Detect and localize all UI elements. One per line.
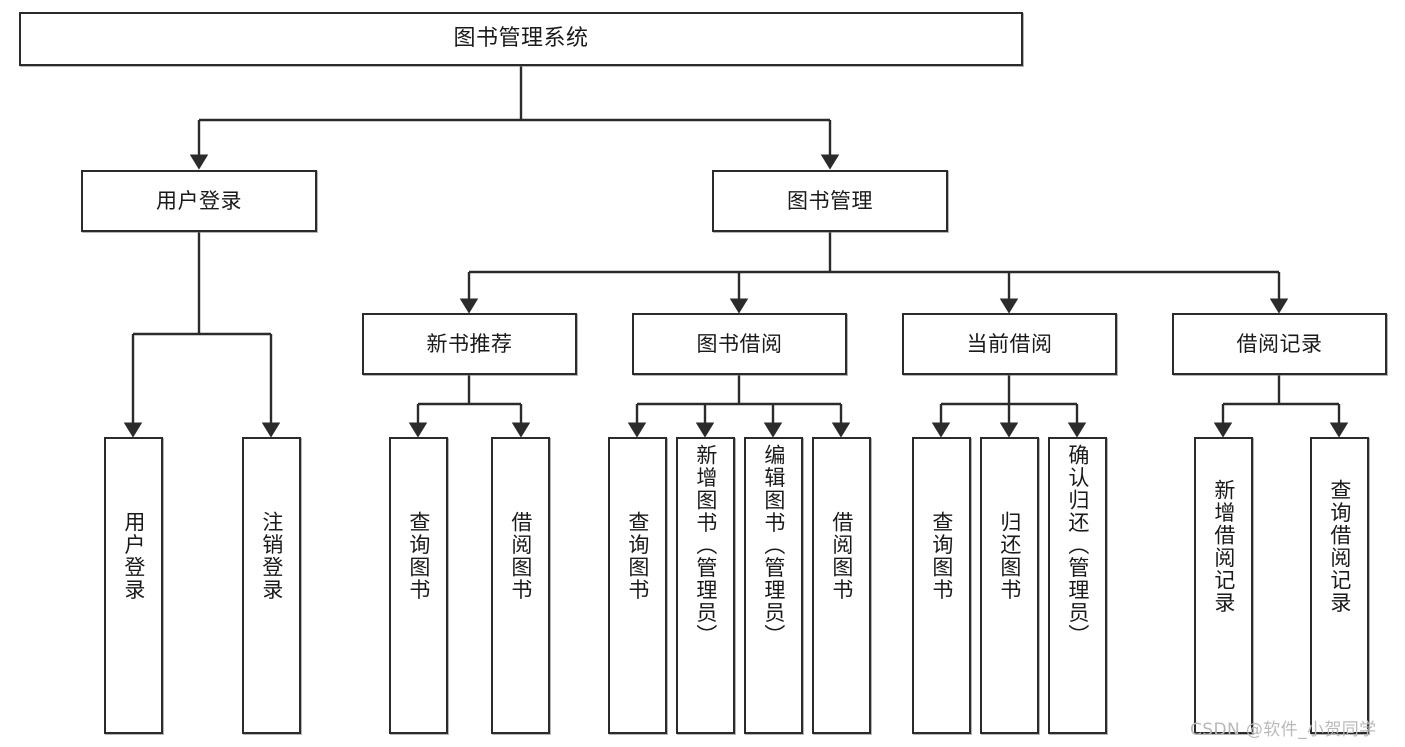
node-new-book-recommend[interactable]: 新书推荐 — [362, 313, 577, 375]
node-label: 新书推荐 — [426, 331, 513, 356]
node-label: 当前借阅 — [966, 331, 1053, 356]
leaf-query-book-borrow[interactable]: 查询图书 — [608, 437, 667, 734]
node-label: 查询图书 — [929, 511, 954, 601]
leaf-logout-login[interactable]: 注销登录 — [242, 437, 301, 734]
node-borrow-record[interactable]: 借阅记录 — [1172, 313, 1387, 375]
node-label: 图书管理系统 — [453, 26, 589, 52]
csdn-watermark: CSDN @软件_小贺同学 — [1190, 720, 1377, 740]
leaf-return-book[interactable]: 归还图书 — [980, 437, 1039, 734]
node-label: 查询图书 — [625, 511, 650, 601]
node-label: 注销登录 — [259, 511, 284, 601]
node-label: 确认归还（管理员） — [1065, 444, 1090, 647]
leaf-query-borrow-record[interactable]: 查询借阅记录 — [1310, 437, 1369, 734]
node-label: 归还图书 — [997, 511, 1022, 601]
node-current-borrow[interactable]: 当前借阅 — [902, 313, 1117, 375]
node-label: 查询借阅记录 — [1327, 479, 1352, 614]
node-label: 借阅记录 — [1236, 331, 1323, 356]
node-label: 编辑图书（管理员） — [761, 444, 786, 647]
leaf-query-book-recommend[interactable]: 查询图书 — [389, 437, 448, 734]
node-label: 用户登录 — [121, 511, 146, 601]
node-book-borrow[interactable]: 图书借阅 — [632, 313, 847, 375]
node-label: 图书管理 — [787, 188, 873, 213]
leaf-edit-book-admin[interactable]: 编辑图书（管理员） — [744, 437, 803, 734]
node-label: 新增图书（管理员） — [693, 444, 718, 647]
node-label: 借阅图书 — [829, 511, 854, 601]
leaf-borrow-book-recommend[interactable]: 借阅图书 — [491, 437, 550, 734]
leaf-add-book-admin[interactable]: 新增图书（管理员） — [676, 437, 735, 734]
leaf-borrow-book-borrow[interactable]: 借阅图书 — [812, 437, 871, 734]
node-label: 用户登录 — [156, 188, 242, 213]
leaf-confirm-return-admin[interactable]: 确认归还（管理员） — [1048, 437, 1107, 734]
node-user-login[interactable]: 用户登录 — [81, 170, 317, 232]
leaf-user-login[interactable]: 用户登录 — [104, 437, 163, 734]
leaf-add-borrow-record[interactable]: 新增借阅记录 — [1194, 437, 1253, 734]
node-root-book-management-system[interactable]: 图书管理系统 — [19, 12, 1023, 66]
node-label: 图书借阅 — [696, 331, 783, 356]
node-label: 新增借阅记录 — [1211, 479, 1236, 614]
leaf-query-book-current[interactable]: 查询图书 — [912, 437, 971, 734]
node-book-manage[interactable]: 图书管理 — [712, 170, 948, 232]
node-label: 借阅图书 — [508, 511, 533, 601]
node-label: 查询图书 — [406, 511, 431, 601]
